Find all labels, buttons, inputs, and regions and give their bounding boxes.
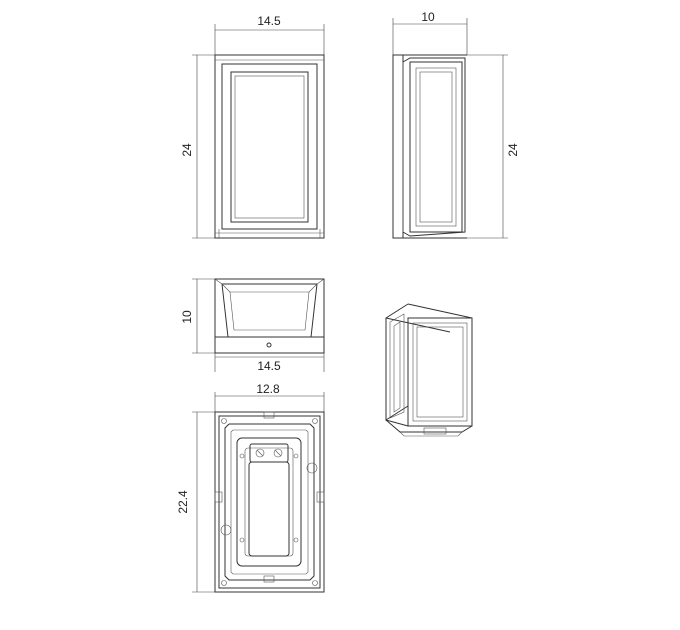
side-height-label: 24 bbox=[506, 143, 520, 157]
isometric-view bbox=[385, 303, 473, 437]
terminal-block bbox=[249, 443, 289, 463]
front-outer-frame bbox=[214, 54, 325, 239]
side-depth-label: 10 bbox=[421, 10, 435, 24]
iso-front-frame bbox=[407, 317, 473, 427]
junction-box bbox=[236, 437, 302, 567]
side-frame bbox=[409, 61, 463, 233]
bottom-depth-label: 10 bbox=[180, 310, 194, 324]
boss-left bbox=[220, 524, 232, 536]
back-view: 12.8 22.4 bbox=[176, 382, 325, 593]
side-back-plate bbox=[392, 54, 404, 239]
bottom-view: 10 14.5 bbox=[180, 278, 325, 373]
side-view: 10 24 bbox=[392, 10, 520, 239]
front-width-label: 14.5 bbox=[257, 14, 281, 28]
front-view: 14.5 24 bbox=[180, 14, 325, 239]
back-width-label: 12.8 bbox=[256, 382, 280, 396]
bottom-outline bbox=[214, 278, 325, 354]
front-height-label: 24 bbox=[180, 143, 194, 157]
bottom-width-label: 14.5 bbox=[257, 359, 281, 373]
back-height-label: 22.4 bbox=[176, 490, 190, 514]
back-plate-outer bbox=[214, 411, 325, 593]
bottom-screw-hole bbox=[266, 342, 272, 348]
boss-right bbox=[306, 462, 318, 474]
front-glass-inner bbox=[230, 71, 309, 223]
front-glass-frame bbox=[221, 63, 318, 230]
